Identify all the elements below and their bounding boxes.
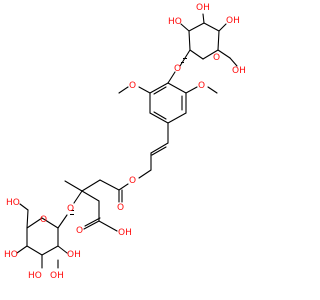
bond (188, 30, 191, 51)
atom-label-ho: HO (4, 250, 18, 260)
stereo-hash-layer (70, 58, 187, 215)
atom-label-o: O (213, 53, 220, 63)
atom-label-oh: OH (232, 66, 246, 76)
bond (98, 220, 118, 232)
bond (167, 112, 187, 124)
bond (64, 180, 83, 192)
atom-label-oh: OH (118, 228, 132, 238)
bond-layer (16, 13, 238, 269)
bond (16, 245, 28, 254)
bond (229, 57, 238, 67)
bond (81, 179, 101, 192)
bond (138, 169, 152, 179)
bond (19, 203, 29, 211)
atom-label-o: O (174, 64, 181, 74)
atom-label-o: O (198, 81, 205, 91)
bond (57, 245, 68, 254)
bond (26, 209, 29, 229)
bond (118, 183, 129, 191)
bond (185, 86, 198, 94)
bond (153, 111, 167, 120)
atom-label-o: O (129, 176, 136, 186)
bond (73, 190, 83, 204)
bond (153, 86, 167, 95)
bond (41, 217, 59, 229)
bond (99, 179, 120, 191)
molecule-structure: HO OH OH O OH O O O O O O OH O HO O HO O… (4, 3, 246, 281)
bond (118, 86, 129, 94)
bond (57, 214, 68, 229)
atom-label-oh: OH (50, 271, 64, 281)
atom-label-o: O (67, 204, 74, 214)
atom-label-oh: OH (67, 250, 81, 260)
bond (150, 142, 169, 154)
atom-label-ho: HO (168, 17, 182, 27)
bond (218, 23, 227, 32)
hash-bond-mark (181, 62, 184, 63)
bond (217, 30, 220, 51)
atom-label-ho: HO (28, 271, 42, 281)
atom-label-oh: OH (196, 3, 210, 13)
hash-bond-mark (183, 58, 187, 59)
bond (149, 112, 169, 124)
atom-label-o: O (40, 215, 47, 225)
bond (180, 23, 190, 32)
bond (167, 71, 176, 84)
bond (149, 82, 169, 94)
atom-label-layer: HO OH OH O OH O O O O O O OH O HO O HO O… (4, 3, 246, 281)
atom-label-o: O (117, 203, 124, 213)
atom-label-o: O (129, 81, 136, 91)
bond (84, 217, 101, 227)
bond (26, 217, 43, 229)
bond (41, 245, 59, 256)
atom-label-o: O (76, 226, 83, 236)
bond (83, 220, 100, 230)
bond (188, 22, 205, 32)
bond (81, 190, 100, 202)
bond (203, 22, 220, 32)
bond (151, 146, 167, 156)
bond (167, 82, 187, 94)
structure-canvas: HO OH OH O OH O O O O O O OH O HO O HO O… (4, 3, 246, 281)
bond (202, 13, 205, 24)
bond (202, 49, 219, 60)
atom-label-oh: OH (226, 16, 240, 26)
bond (217, 49, 231, 59)
bond (189, 49, 204, 60)
bond (26, 245, 43, 256)
hash-bond-mark (71, 210, 74, 211)
atom-label-ho: HO (6, 198, 20, 208)
hash-bond-mark (70, 214, 74, 215)
bond (207, 86, 218, 94)
bond (138, 86, 151, 94)
